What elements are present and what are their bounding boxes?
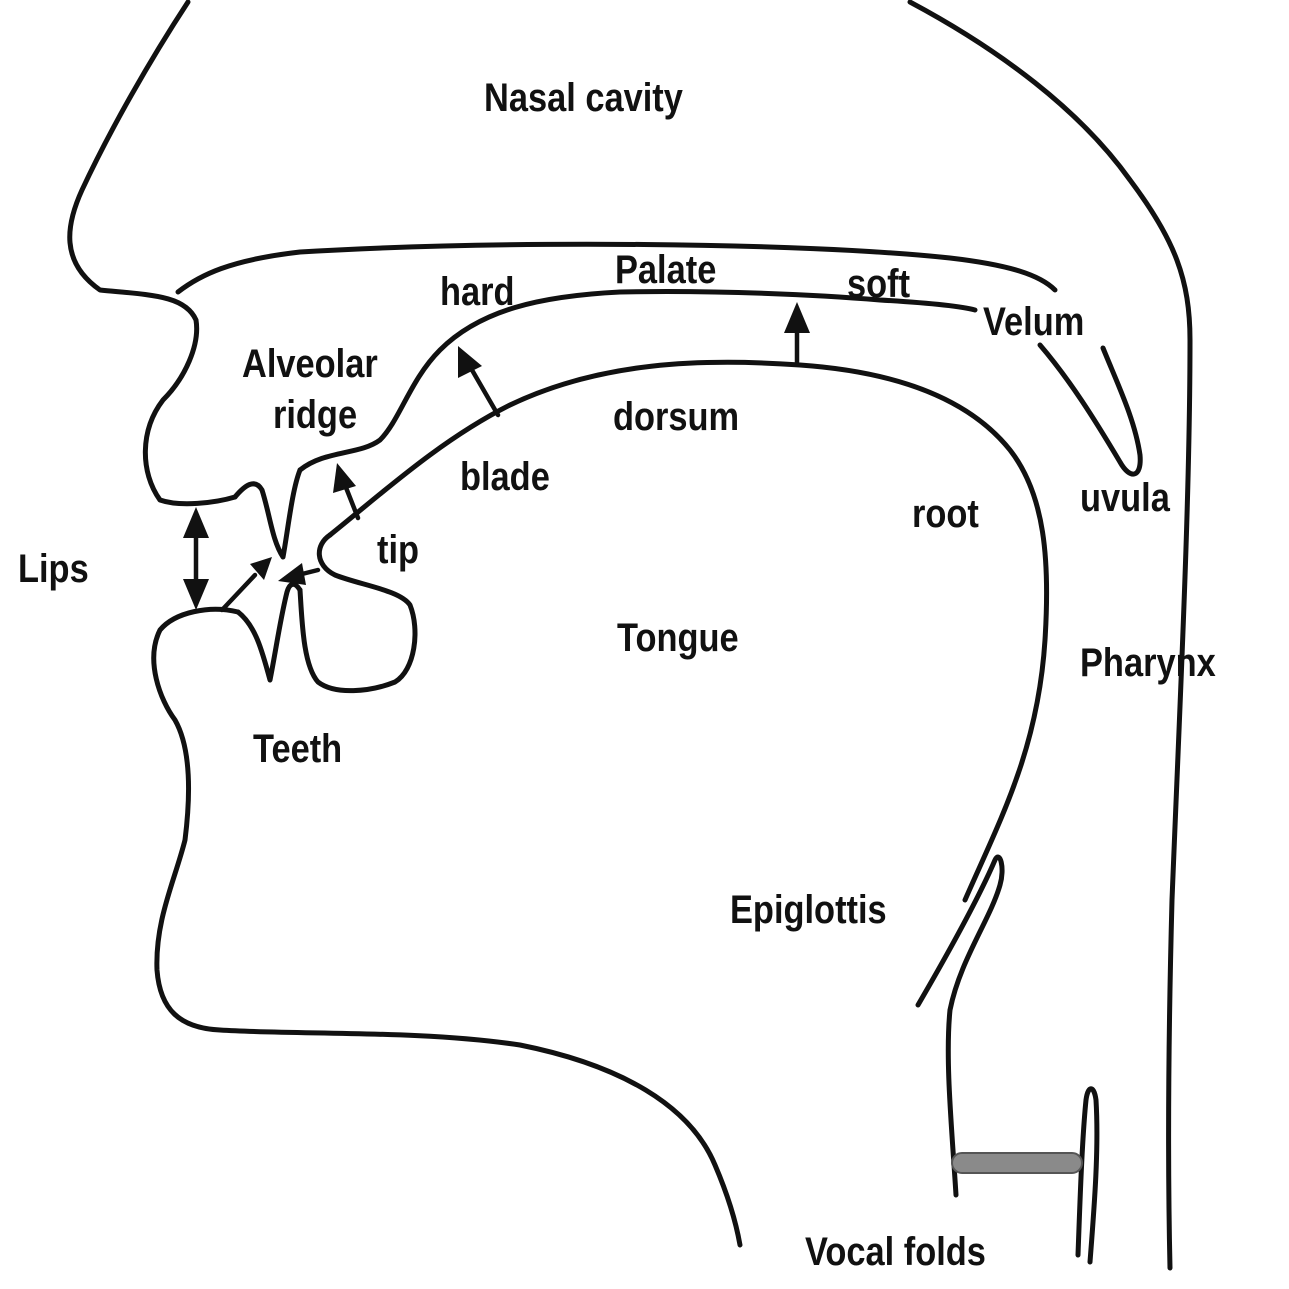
tongue-outline	[327, 359, 1050, 903]
lips-double-arrow	[183, 507, 209, 610]
lower-teeth	[235, 581, 303, 683]
label-lips: Lips	[18, 546, 89, 591]
blade-to-palate-arrow	[458, 346, 501, 418]
dental-arrow	[278, 563, 321, 585]
label-ridge: ridge	[273, 392, 357, 437]
label-vocal-folds: Vocal folds	[805, 1229, 986, 1274]
label-teeth: Teeth	[253, 726, 342, 771]
uvula-shape	[1037, 342, 1143, 477]
label-root: root	[912, 491, 979, 536]
nasal-floor-line	[175, 241, 1058, 295]
vocal-folds-shape	[951, 1152, 1083, 1174]
upper-palate-line	[297, 289, 978, 473]
label-palate: Palate	[615, 247, 716, 292]
label-tip: tip	[377, 527, 419, 572]
face-upper-profile	[67, 0, 238, 507]
label-dorsum: dorsum	[613, 394, 739, 439]
tip-to-ridge-arrow	[333, 463, 361, 521]
label-nasal-cavity: Nasal cavity	[484, 75, 683, 120]
labiodental-arrow	[219, 557, 272, 613]
label-tongue: Tongue	[617, 615, 739, 660]
label-velum: Velum	[983, 299, 1084, 344]
label-alveolar: Alveolar	[242, 341, 378, 386]
dorsum-to-velum-arrow	[784, 302, 810, 365]
label-hard: hard	[440, 269, 515, 314]
label-uvula: uvula	[1080, 475, 1170, 520]
label-pharynx: Pharynx	[1080, 640, 1216, 685]
label-blade: blade	[460, 454, 550, 499]
upper-teeth	[232, 467, 303, 560]
epiglottis-shape	[915, 854, 1005, 1198]
face-lower-profile	[151, 606, 743, 1248]
pharynx-back-wall	[907, 0, 1193, 1271]
tongue-tip-outline	[297, 532, 418, 694]
label-soft: soft	[847, 261, 910, 306]
label-epiglottis: Epiglottis	[730, 887, 887, 932]
arytenoid-shape	[1075, 1086, 1100, 1265]
